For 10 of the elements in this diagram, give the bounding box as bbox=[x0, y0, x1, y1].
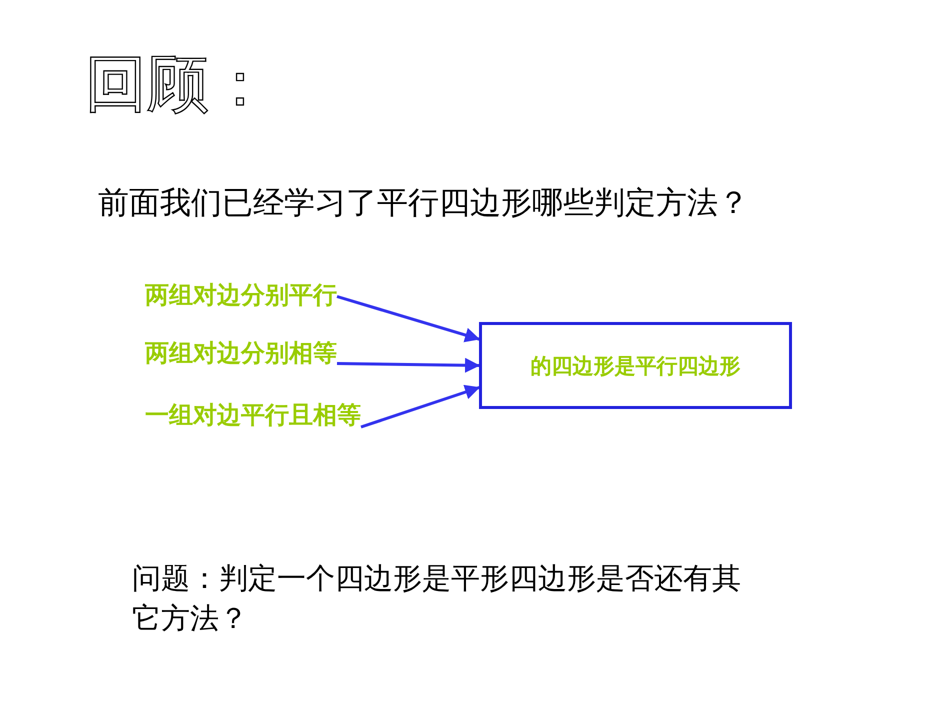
conclusion-box: 的四边形是平行四边形 bbox=[479, 322, 792, 409]
arrow bbox=[336, 358, 480, 373]
slide-title: 回顾： bbox=[85, 46, 271, 122]
condition-text: 两组对边分别平行 bbox=[145, 280, 337, 310]
condition-text: 两组对边分别相等 bbox=[145, 338, 337, 368]
condition-text: 一组对边平行且相等 bbox=[145, 400, 361, 430]
question-text: 问题：判定一个四边形是平形四边形是否还有其它方法？ bbox=[132, 560, 742, 637]
arrow bbox=[360, 384, 480, 428]
question-text: 前面我们已经学习了平行四边形哪些判定方法？ bbox=[98, 184, 749, 223]
arrow bbox=[336, 295, 480, 342]
